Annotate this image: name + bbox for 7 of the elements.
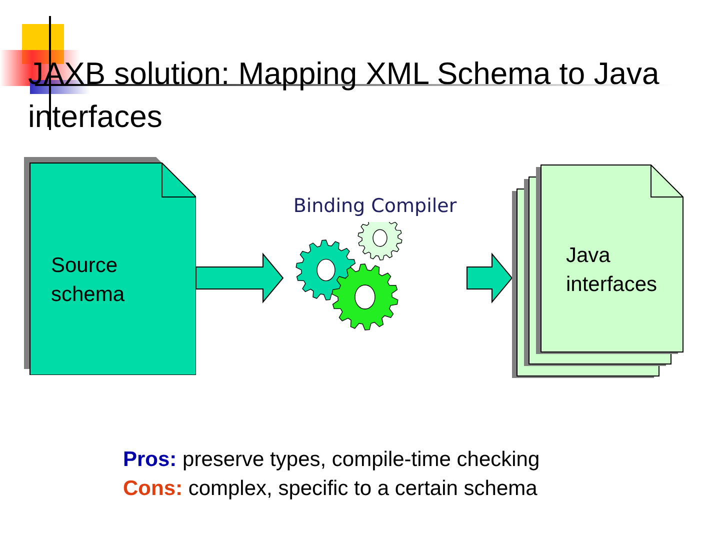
document-label: Source schema (51, 253, 126, 308)
node-label: Binding Compiler (292, 194, 458, 219)
note-text: Cons: complex, specific to a certain schema (123, 476, 538, 502)
block-arrow (466, 252, 513, 304)
document-label: Java interfaces (566, 243, 658, 298)
note-text: Pros: preserve types, compile-time checking (123, 447, 540, 473)
block-arrow (196, 252, 284, 304)
